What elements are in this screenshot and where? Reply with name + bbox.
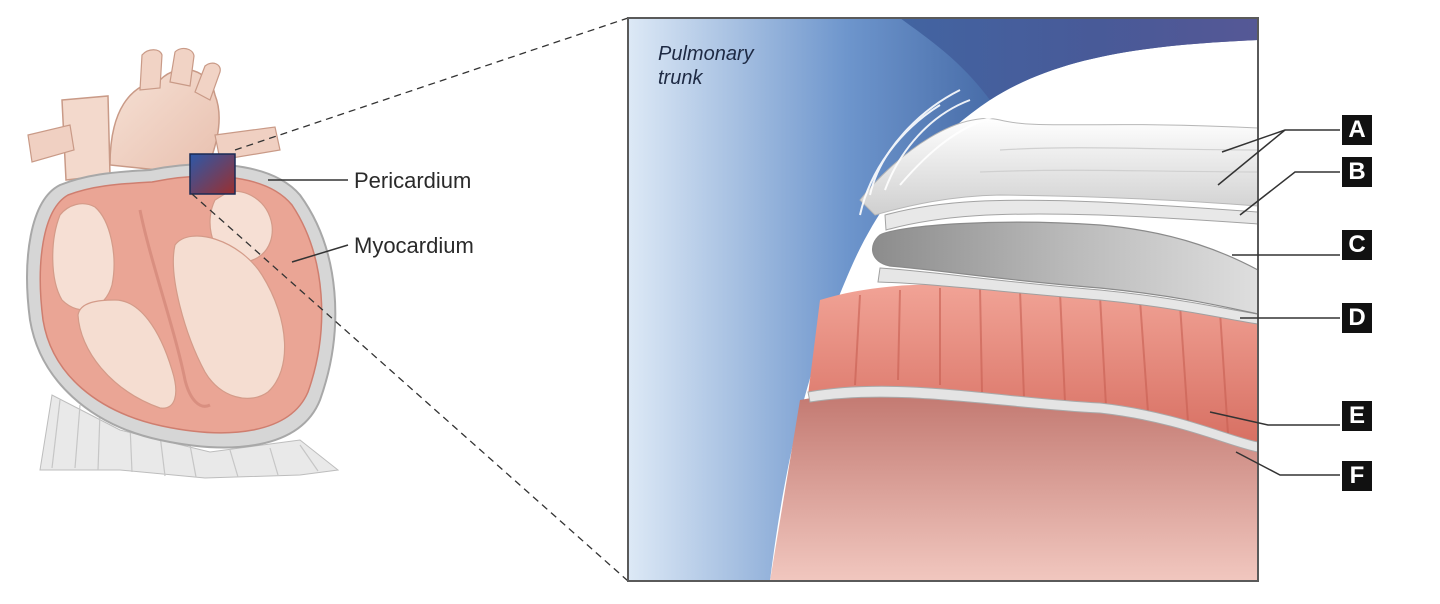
pulmonary-trunk-caption: Pulmonary trunk [658,42,754,90]
heart-illustration [26,47,340,479]
layer-leaders [1209,129,1340,476]
layer-label-e: E [1342,401,1372,431]
trunk-top-band [900,18,1258,100]
leader-B [1239,171,1340,216]
inset-border [627,17,1259,582]
aortic-branch-1 [139,49,163,91]
pulmonary-trunk-region [628,18,1258,581]
leader-E [1209,411,1340,426]
interventricular-septum [138,209,211,408]
leader-F [1235,451,1340,476]
fibrous-pericardium [859,118,1258,216]
pulmonary-artery-right [214,126,281,161]
muscle-fibers [854,287,1229,435]
caption-line-1: Pulmonary [658,43,754,65]
fibrous-wisps [859,89,1001,216]
parietal-pericardium [884,199,1258,231]
layer-label-b: B [1342,157,1372,187]
myocardium-leader [291,244,349,263]
pericardium-label: Pericardium [354,168,472,193]
layer-label-c: C [1342,230,1372,260]
pulmonary-artery-left [27,124,75,163]
heart-chamber [770,391,1258,581]
right-ventricle [77,299,177,409]
fibrous-shading [979,147,1258,173]
right-atrium [52,203,115,311]
caption-line-2: trunk [658,67,703,89]
myocardium-label: Myocardium [354,233,474,258]
visceral-pericardium [877,267,1258,325]
zoom-connector-bottom [191,193,629,582]
inset-panel [628,18,1258,581]
pericardial-cavity [872,221,1258,315]
myocardium-band [808,284,1258,445]
aortic-branch-3 [194,62,221,101]
zoom-selection-box [189,153,236,195]
layer-label-f: F [1342,461,1372,491]
layer-label-d: D [1342,303,1372,333]
aortic-branch-2 [169,47,195,87]
left-ventricle [172,235,286,399]
leader-A-2 [1217,129,1286,186]
endocardium-membrane [807,385,1258,453]
layer-label-a: A [1342,115,1372,145]
fringe-strands [51,399,319,478]
zoom-connector-top [234,17,629,151]
